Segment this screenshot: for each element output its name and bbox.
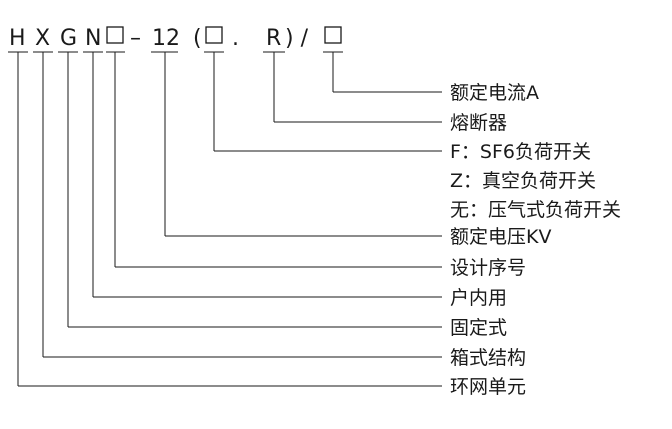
label-box-structure: 箱式结构: [450, 347, 526, 369]
label-none-gas-switch: 无：压气式负荷开关: [450, 199, 621, 221]
label-fuse: 熔断器: [450, 112, 507, 134]
code-open-paren: (: [193, 26, 202, 51]
label-ring-main-unit: 环网单元: [450, 376, 526, 398]
code-dot: .: [232, 26, 239, 51]
switch-type-box: [205, 26, 223, 44]
label-indoor: 户内用: [450, 287, 507, 309]
design-serial-box: [106, 26, 124, 44]
label-f-sf6-switch: F：SF6负荷开关: [450, 141, 591, 163]
label-rated-voltage: 额定电压KV: [450, 226, 551, 248]
label-rated-current: 额定电流A: [450, 82, 539, 104]
label-z-vacuum-switch: Z：真空负荷开关: [450, 170, 596, 192]
label-fixed: 固定式: [450, 317, 507, 339]
label-design-serial: 设计序号: [450, 257, 526, 279]
code-char-x: X: [35, 26, 50, 51]
code-char-n: N: [85, 26, 101, 51]
code-char-g: G: [60, 26, 77, 51]
rated-current-box: [324, 26, 342, 44]
code-char-h: H: [9, 26, 26, 51]
code-close-paren-slash: ) /: [285, 26, 309, 51]
code-char-r: R: [266, 26, 281, 51]
code-voltage-12: 12: [152, 26, 180, 51]
code-dash: –: [130, 26, 141, 51]
